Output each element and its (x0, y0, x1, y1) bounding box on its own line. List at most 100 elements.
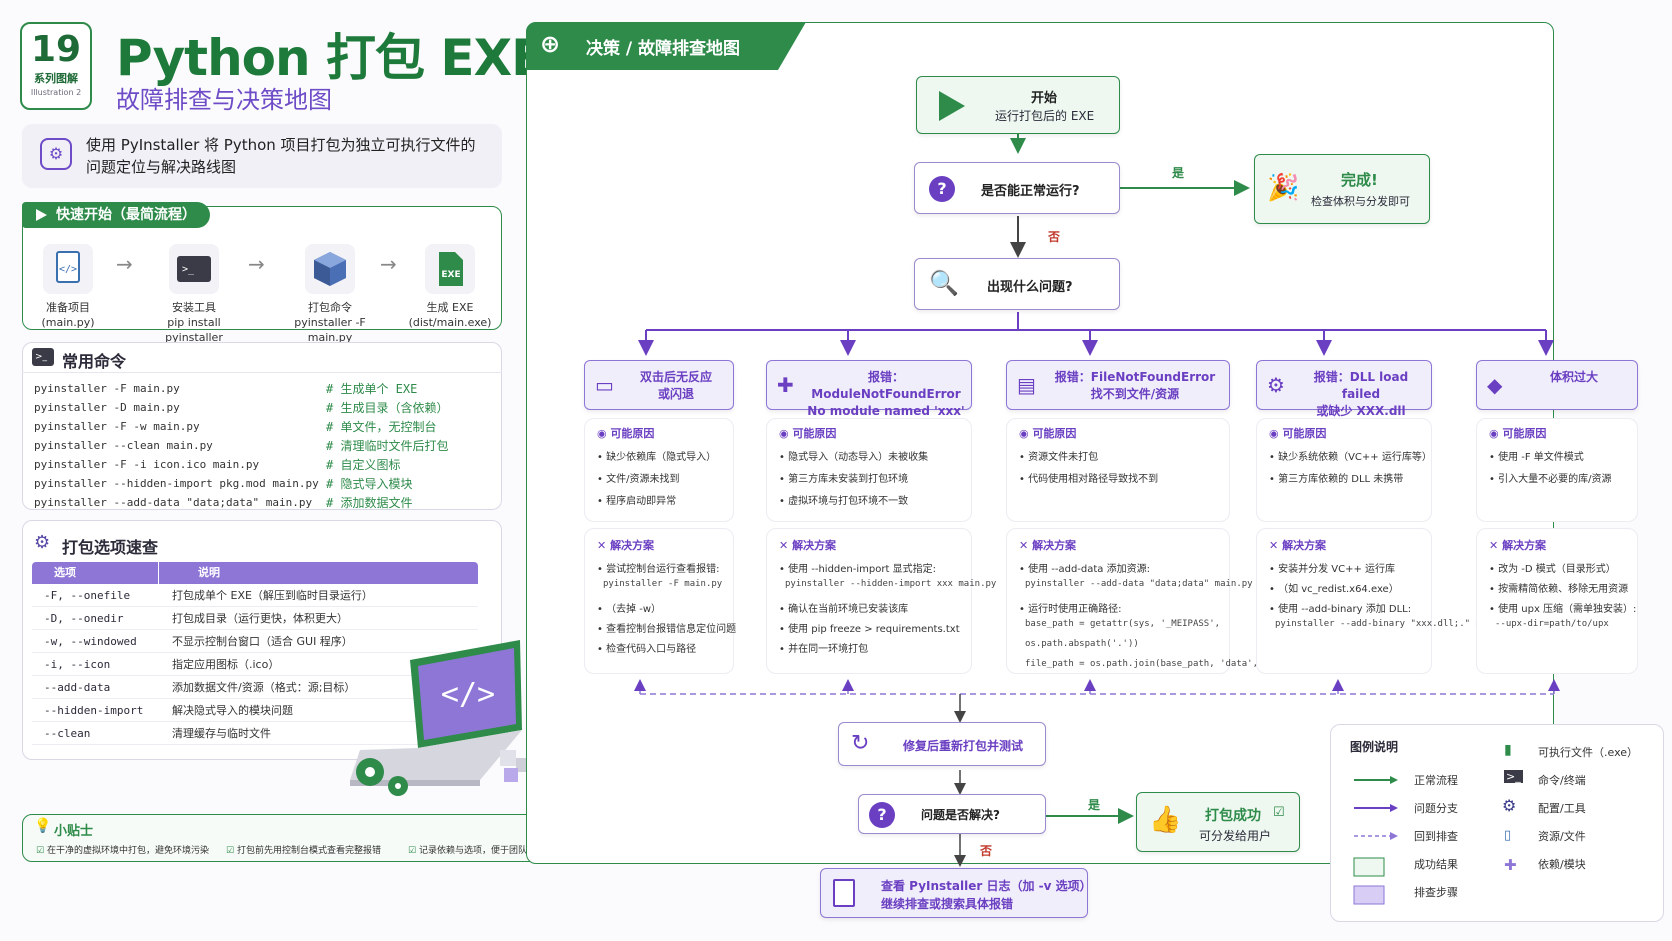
fix-item: pyinstaller -F main.py (603, 579, 723, 589)
tip-item: ☑ 记录依赖与选项，便于团队复现与维护 (408, 846, 572, 856)
fix-item: • （去掉 -w） (597, 604, 662, 615)
command-comment: # 自定义图标 (326, 458, 401, 472)
fix-item: • （如 vc_redist.x64.exe） (1269, 584, 1399, 595)
option-desc: 清理缓存与临时文件 (172, 727, 271, 740)
option-desc: 不显示控制台窗口（适合 GUI 程序） (172, 635, 353, 648)
node-retry: ↻ 修复后重新打包并测试 (838, 722, 1046, 766)
step-label: 安装工具 (172, 301, 216, 314)
fixes-label: ✕ 解决方案 (1489, 539, 1547, 552)
causes-label: ◉ 可能原因 (1489, 427, 1547, 440)
table-header-option: 选项 (54, 566, 76, 579)
fixes-card: ✕ 解决方案• 尝试控制台运行查看报错:pyinstaller -F main.… (584, 528, 736, 674)
fix-item: • 使用 pip freeze > requirements.txt (779, 624, 960, 635)
command-text: pyinstaller --hidden-import pkg.mod main… (34, 477, 319, 490)
cause-item: • 缺少依赖库（隐式导入） (597, 452, 717, 463)
flow-panel-title: 决策 / 故障排查地图 (586, 39, 741, 59)
causes-card: ◉ 可能原因 • 资源文件未打包 • 代码使用相对路径导致找不到 (1006, 418, 1230, 522)
table-header-desc: 说明 (198, 566, 220, 579)
legend-item: 正常流程 (1414, 774, 1458, 787)
legend-item: 回到排查 (1414, 830, 1458, 843)
cause-item: • 隐式导入（动态导入）未被收集 (779, 452, 929, 463)
fix-item: • 按需精简依赖、移除无用资源 (1489, 584, 1629, 595)
command-row: pyinstaller --add-data "data;data" main.… (22, 494, 502, 512)
exe-file-icon: EXE (425, 244, 475, 294)
fix-item: • 使用 --add-data 添加资源: (1019, 564, 1150, 575)
command-row: pyinstaller -F -w main.py# 单文件，无控制台 (22, 418, 502, 436)
cause-item: • 代码使用相对路径导致找不到 (1019, 474, 1159, 485)
intro-box: ⚙ 使用 PyInstaller 将 Python 项目打包为独立可执行文件的 … (22, 124, 502, 188)
refresh-icon: ↻ (851, 731, 870, 756)
wrench-icon: ✕ (1269, 539, 1279, 552)
question-icon: ? (869, 802, 895, 828)
option-desc: 添加数据文件/资源（格式：源;目标） (172, 681, 356, 694)
command-text: pyinstaller -F main.py (34, 382, 180, 395)
option-desc: 指定应用图标（.ico） (172, 658, 280, 671)
legend-swatches (1353, 776, 1398, 905)
command-comment: # 清理临时文件后打包 (326, 439, 449, 453)
command-text: pyinstaller --clean main.py (34, 439, 213, 452)
option-key: -F, --onefile (44, 589, 131, 602)
step-label: 准备项目 (46, 301, 90, 314)
q-solved-text: 问题是否解决? (921, 808, 1000, 822)
arrow-icon: → (116, 252, 133, 276)
option-key: -i, --icon (44, 658, 111, 671)
fix-item: base_path = getattr(sys, '_MEIPASS', (1025, 619, 1221, 629)
package-cube-icon (305, 244, 355, 294)
option-desc: 打包成单个 EXE（解压到临时目录运行） (172, 589, 373, 602)
cause-item: • 缺少系统依赖（VC++ 运行库等） (1269, 452, 1432, 463)
cause-item: • 资源文件未打包 (1019, 452, 1099, 463)
fix-item: • 检查代码入口与路径 (597, 644, 697, 655)
terminal-icon: >_ (1504, 770, 1523, 783)
legend-item: 配置/工具 (1538, 802, 1586, 815)
causes-label: ◉ 可能原因 (1269, 427, 1327, 440)
badge-label: 系列图解 (34, 72, 78, 85)
command-comment: # 隐式导入模块 (326, 477, 413, 491)
exe-file-icon: ▮ (1504, 742, 1512, 758)
party-popper-icon: 🎉 (1267, 173, 1300, 203)
fixes-card: ✕ 解决方案• 使用 --hidden-import 显式指定:pyinstal… (766, 528, 996, 674)
command-comment: # 生成目录（含依赖） (326, 401, 449, 415)
command-row: pyinstaller -F main.py# 生成单个 EXE (22, 380, 502, 398)
signpost-icon: ⊕ (540, 30, 561, 58)
problem-title: 体积过大 (1549, 370, 1598, 384)
fix-item: • 改为 -D 模式（目录形式） (1489, 564, 1616, 575)
option-desc: 解决隐式导入的模块问题 (172, 704, 293, 717)
step-sublabel: pip install pyinstaller (165, 316, 223, 344)
fix-item: file_path = os.path.join(base_path, 'dat… (1025, 659, 1307, 669)
causes-label: ◉ 可能原因 (1019, 427, 1077, 440)
q-runs-text: 是否能正常运行? (981, 184, 1080, 199)
svg-text:</>: </> (441, 677, 495, 712)
cause-item: • 使用 -F 单文件模式 (1489, 452, 1584, 463)
option-key: --add-data (44, 681, 111, 694)
gear-icon: ⚙ (34, 532, 51, 553)
step-package: 打包命令 pyinstaller -F main.py (274, 244, 386, 345)
commands-card (22, 342, 502, 510)
fix-item: pyinstaller --add-binary "xxx.dll;." mai… (1275, 619, 1514, 629)
fix-item: pyinstaller --hidden-import xxx main.py (785, 579, 997, 589)
causes-card: ◉ 可能原因• 隐式导入（动态导入）未被收集• 第三方库未安装到打包环境• 虚拟… (766, 418, 972, 522)
node-q-problem: 🔍 出现什么问题? (914, 258, 1120, 310)
command-row: pyinstaller -D main.py# 生成目录（含依赖） (22, 399, 502, 417)
step-sublabel: pyinstaller -F main.py (294, 316, 366, 344)
legend-item: 可执行文件（.exe） (1538, 746, 1639, 759)
command-text: pyinstaller --add-data "data;data" main.… (34, 496, 313, 509)
badge-number: 19 (30, 29, 82, 70)
check-icon: ☑ (408, 846, 417, 856)
label-yes: 是 (1088, 798, 1101, 812)
cause-item: • 虚拟环境与打包环境不一致 (779, 496, 909, 507)
thumbs-up-icon: 👍 (1149, 805, 1182, 835)
causes-label: ◉ 可能原因 (597, 427, 655, 440)
fix-item: • 尝试控制台运行查看报错: (597, 564, 720, 575)
command-row: pyinstaller --hidden-import pkg.mod main… (22, 475, 502, 493)
start-subtitle: 运行打包后的 EXE (995, 109, 1095, 123)
success-subtitle: 可分发给用户 (1199, 829, 1272, 843)
cause-item: • 第三方库依赖的 DLL 未携带 (1269, 474, 1404, 485)
check-icon: ☑ (226, 846, 235, 856)
badge-sublabel: Illustration 2 (30, 88, 82, 97)
search-icon: 🔍 (929, 269, 959, 297)
intro-line-1: 使用 PyInstaller 将 Python 项目打包为独立可执行文件的 (86, 136, 476, 154)
legend-item: 命令/终端 (1538, 774, 1586, 787)
cause-item: • 文件/资源未找到 (597, 474, 680, 485)
